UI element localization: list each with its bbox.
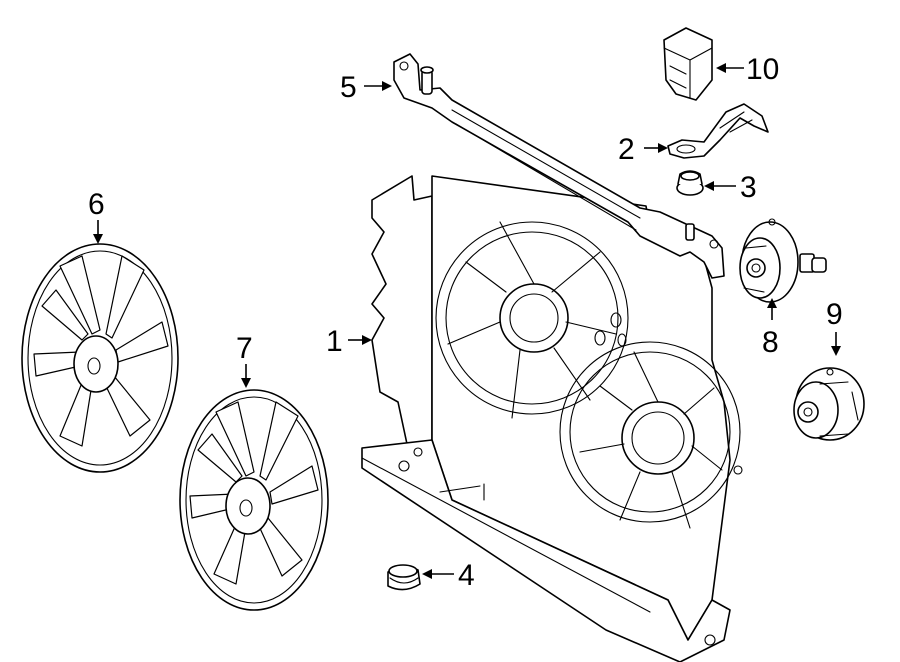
fan-shroud-part[interactable] bbox=[361, 175, 743, 662]
callout-5: 5 bbox=[340, 71, 357, 104]
fan-motor-lower-part[interactable] bbox=[793, 367, 865, 441]
fan-blade-left-part[interactable] bbox=[21, 243, 179, 473]
upper-bracket-part[interactable] bbox=[393, 53, 725, 279]
fan-blade-right-part[interactable] bbox=[179, 389, 329, 611]
callout-10: 10 bbox=[746, 53, 779, 86]
bracket-plate-part[interactable] bbox=[667, 103, 769, 159]
callout-7: 7 bbox=[236, 332, 253, 365]
callout-8: 8 bbox=[762, 326, 779, 359]
callout-leaders bbox=[93, 63, 841, 579]
callout-4: 4 bbox=[458, 559, 475, 592]
fan-motor-upper-part[interactable] bbox=[739, 218, 827, 303]
grommet-top-part[interactable] bbox=[676, 170, 704, 196]
module-part[interactable] bbox=[663, 27, 713, 101]
callout-3: 3 bbox=[740, 171, 757, 204]
callout-labels: 1 2 3 4 5 6 7 8 9 10 bbox=[88, 53, 843, 592]
callout-9: 9 bbox=[826, 298, 843, 331]
callout-1: 1 bbox=[326, 325, 343, 358]
grommet-bottom-part[interactable] bbox=[387, 564, 421, 591]
callout-2: 2 bbox=[618, 133, 635, 166]
callout-6: 6 bbox=[88, 188, 105, 221]
